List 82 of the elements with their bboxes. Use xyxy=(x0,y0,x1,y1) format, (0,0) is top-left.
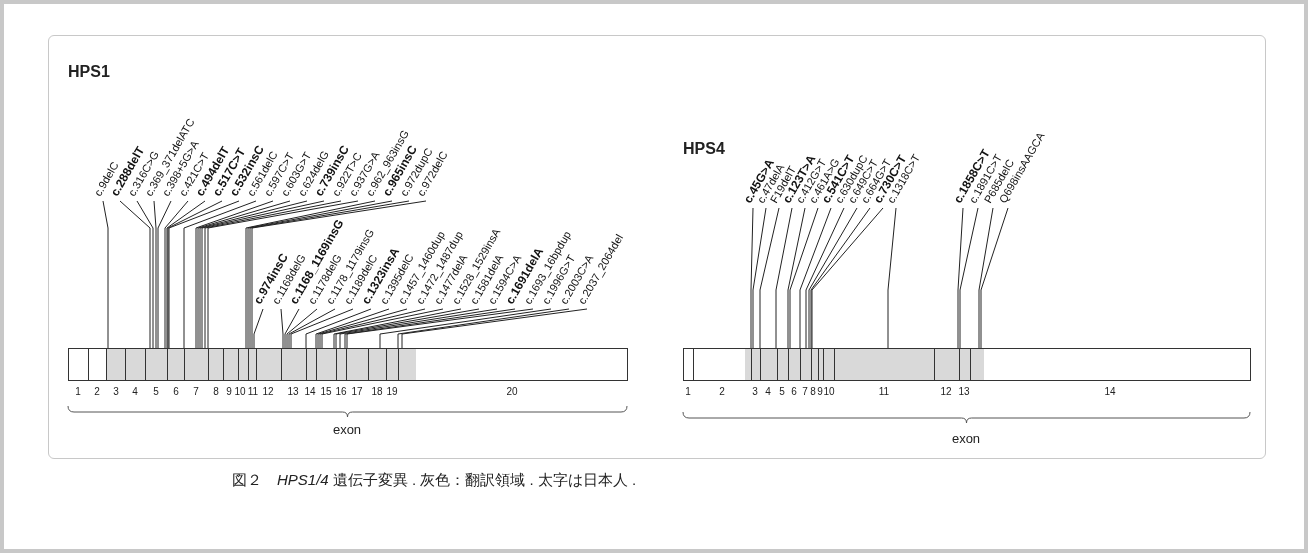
leader-line xyxy=(799,207,832,349)
exon-number: 3 xyxy=(752,386,758,398)
leader-line xyxy=(887,207,897,349)
exon-number: 19 xyxy=(386,386,398,398)
leader-line xyxy=(195,200,274,349)
exon-number: 2 xyxy=(94,386,100,398)
leader-line xyxy=(959,207,979,349)
leader-line xyxy=(752,207,767,349)
leader-line xyxy=(183,200,257,349)
exon-number: 6 xyxy=(791,386,797,398)
exon-number: 8 xyxy=(810,386,816,398)
exon-number: 10 xyxy=(823,386,835,398)
leader-line xyxy=(284,308,300,349)
leader-line xyxy=(787,207,806,349)
leader-line xyxy=(379,308,552,349)
leader-line xyxy=(317,308,408,349)
leader-line xyxy=(164,200,189,349)
leader-line xyxy=(319,308,426,349)
exon-number: 15 xyxy=(320,386,332,398)
exon-number: 14 xyxy=(304,386,316,398)
exon-number: 4 xyxy=(132,386,138,398)
leader-line xyxy=(978,207,994,349)
leader-line xyxy=(286,308,318,349)
leader-line xyxy=(789,207,819,349)
axis-label: exon xyxy=(951,433,981,445)
exon-number: 14 xyxy=(1104,386,1116,398)
leader-line xyxy=(167,200,223,349)
leader-line xyxy=(775,207,793,349)
exon-number: 12 xyxy=(262,386,274,398)
leader-line xyxy=(315,308,390,349)
gene-bar xyxy=(683,348,1251,381)
leader-line xyxy=(253,308,264,349)
figure-caption: 図２ HPS1/4 遺伝子変異 . 灰色：翻訳領域 . 太字は日本人 . xyxy=(232,471,637,490)
leader-line xyxy=(197,200,291,349)
leader-line xyxy=(810,207,871,349)
exon-number: 17 xyxy=(351,386,363,398)
leader-line xyxy=(321,308,444,349)
exon-number: 7 xyxy=(193,386,199,398)
leader-line xyxy=(199,200,308,349)
exon-number: 1 xyxy=(685,386,691,398)
exon-number: 11 xyxy=(247,386,259,398)
leader-line xyxy=(980,207,1009,349)
leader-line xyxy=(157,200,172,349)
exon-number: 13 xyxy=(287,386,299,398)
exon-number: 9 xyxy=(817,386,823,398)
leader-line xyxy=(166,200,206,349)
exon-number: 2 xyxy=(719,386,725,398)
exon-number: 11 xyxy=(878,386,890,398)
leader-line xyxy=(102,200,109,349)
gene-title: HPS4 xyxy=(683,143,725,155)
exon-number: 5 xyxy=(153,386,159,398)
leader-line xyxy=(811,207,884,349)
leader-line xyxy=(119,200,151,349)
exon-number: 12 xyxy=(940,386,952,398)
exon-number: 5 xyxy=(779,386,785,398)
leader-line xyxy=(805,207,845,349)
leader-line xyxy=(957,207,964,349)
exon-number: 9 xyxy=(226,386,232,398)
leader-line xyxy=(168,200,240,349)
leader-line xyxy=(750,207,754,349)
leader-line xyxy=(808,207,858,349)
leader-line xyxy=(280,308,284,349)
exon-number: 13 xyxy=(958,386,970,398)
leader-line xyxy=(288,308,336,349)
exon-number: 7 xyxy=(802,386,808,398)
gene-bar xyxy=(68,348,628,381)
exon-number: 20 xyxy=(506,386,518,398)
exon-number: 3 xyxy=(113,386,119,398)
exon-number: 1 xyxy=(75,386,81,398)
exon-number: 16 xyxy=(335,386,347,398)
axis-label: exon xyxy=(332,424,362,436)
exon-number: 8 xyxy=(213,386,219,398)
exon-number: 6 xyxy=(173,386,179,398)
leader-line xyxy=(136,200,154,349)
leader-line xyxy=(153,200,157,349)
exon-number: 4 xyxy=(765,386,771,398)
exon-number: 10 xyxy=(234,386,246,398)
leader-line xyxy=(290,308,354,349)
gene-title: HPS1 xyxy=(68,66,110,78)
exon-number: 18 xyxy=(371,386,383,398)
leader-line xyxy=(759,207,780,349)
leader-line xyxy=(305,308,372,349)
